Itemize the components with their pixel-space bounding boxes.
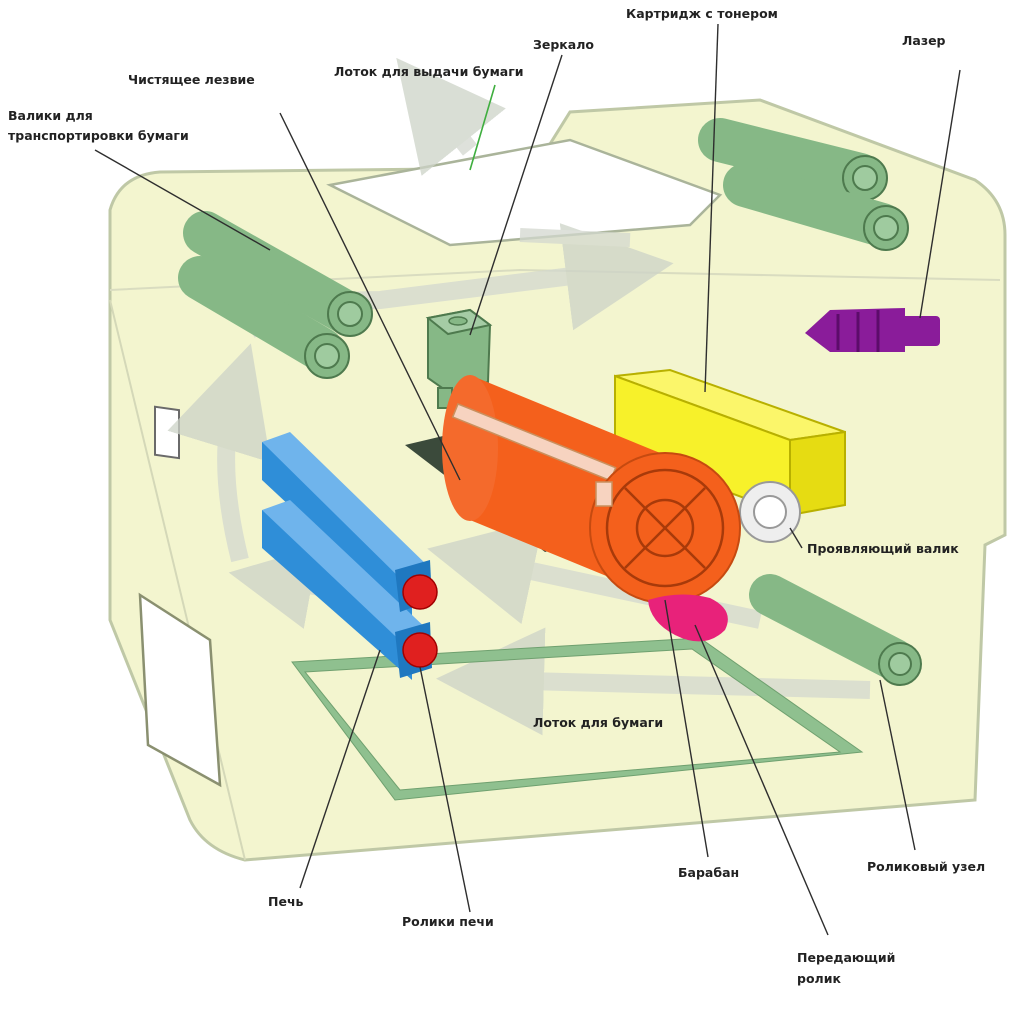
transport-roller-upper-right	[698, 118, 888, 201]
label-transport-rollers-line1: Валики для	[8, 108, 93, 123]
leader-laser	[919, 69, 961, 319]
transfer-roller	[648, 594, 728, 642]
paper-tray	[291, 637, 864, 801]
label-laser: Лазер	[902, 33, 946, 48]
front-button	[154, 405, 180, 460]
mirror	[425, 308, 493, 409]
output-tray	[326, 138, 723, 247]
leader-fuser-rollers	[419, 666, 471, 913]
label-transport-rollers-line2: транспортировки бумаги	[8, 128, 189, 143]
label-developer-roller: Проявляющий валик	[807, 541, 959, 556]
label-mirror: Зеркало	[533, 37, 594, 52]
fuser-rollers	[402, 574, 438, 668]
leader-drum	[664, 599, 709, 858]
label-fuser: Печь	[268, 894, 304, 909]
leader-mirror	[469, 54, 563, 336]
laser	[805, 308, 940, 352]
drum	[442, 375, 741, 604]
leader-cleaning-blade	[279, 112, 461, 481]
label-toner-cartridge: Картридж с тонером	[626, 6, 778, 21]
developer-roller	[739, 481, 801, 543]
transport-roller-lower-left	[178, 256, 350, 379]
leader-output-tray	[469, 84, 496, 171]
transport-roller-lower-right	[723, 163, 909, 251]
roller-unit	[749, 574, 922, 686]
leader-developer-roller	[789, 527, 803, 549]
label-transfer-roller-line1: Передающий	[797, 950, 895, 965]
label-output-tray: Лоток для выдачи бумаги	[334, 64, 524, 79]
body-front-edge	[109, 299, 246, 861]
leader-fuser	[299, 649, 381, 889]
label-paper-tray: Лоток для бумаги	[533, 715, 663, 730]
leader-transport-rollers	[94, 149, 271, 251]
transport-roller-upper-left	[183, 211, 373, 337]
leader-transfer-roller	[694, 624, 829, 936]
label-transfer-roller-line2: ролик	[797, 971, 841, 986]
label-cleaning-blade: Чистящее лезвие	[128, 72, 255, 87]
leader-toner-cartridge	[704, 23, 719, 393]
label-roller-unit: Роликовый узел	[867, 859, 985, 874]
label-drum: Барабан	[678, 865, 739, 880]
leader-roller-unit	[879, 679, 916, 851]
front-panel-slot	[138, 592, 222, 788]
label-fuser-rollers: Ролики печи	[402, 914, 494, 929]
fuser	[262, 432, 432, 680]
